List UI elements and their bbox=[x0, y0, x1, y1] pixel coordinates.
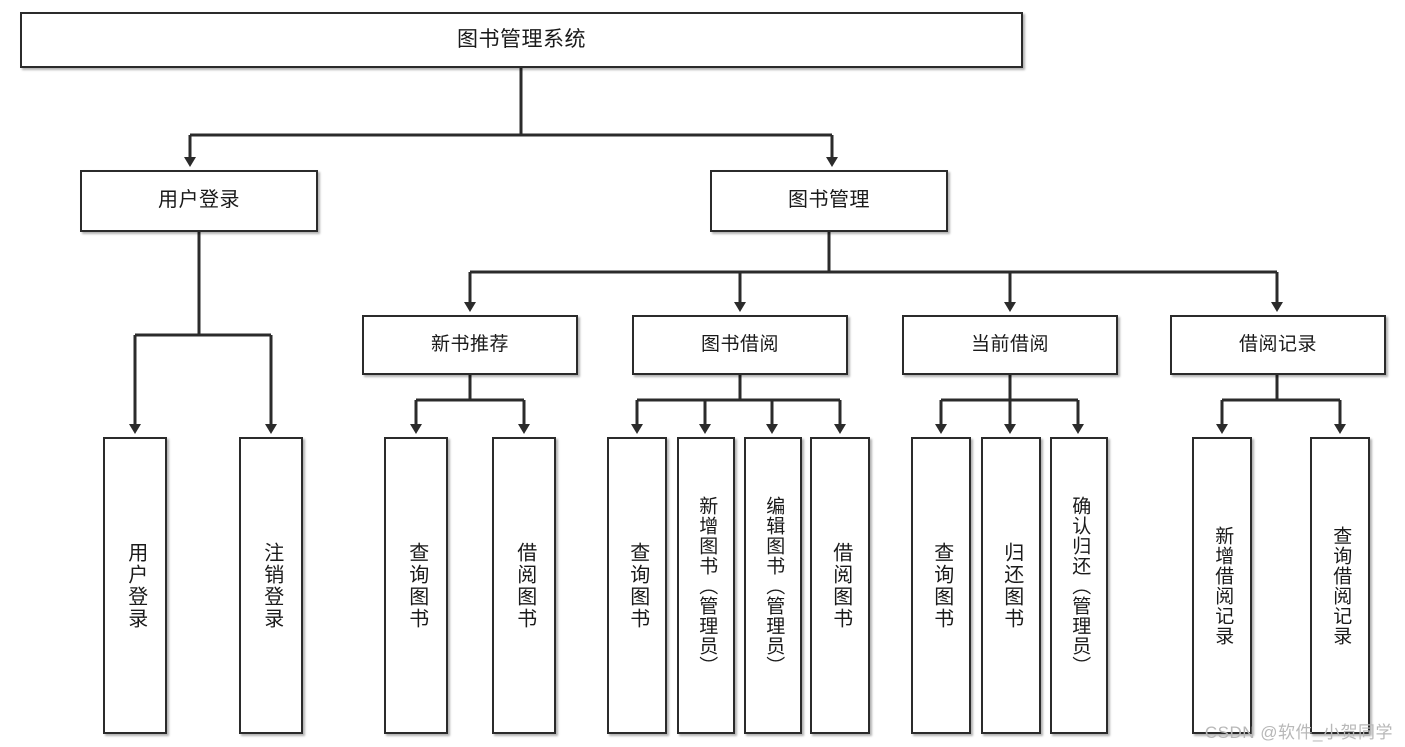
leaf-record-query-borrow-record[interactable]: 查询借阅记录 bbox=[1310, 437, 1370, 734]
node-label: 用户登录 bbox=[158, 189, 240, 212]
node-borrow-record[interactable]: 借阅记录 bbox=[1170, 315, 1386, 375]
node-book-borrow[interactable]: 图书借阅 bbox=[632, 315, 848, 375]
node-label: 编辑图书（管理员） bbox=[763, 495, 785, 676]
leaf-borrow-edit-book-admin[interactable]: 编辑图书（管理员） bbox=[744, 437, 802, 734]
node-label: 查询图书 bbox=[405, 541, 428, 630]
node-label: 注销登录 bbox=[260, 541, 283, 630]
node-label: 新书推荐 bbox=[430, 333, 509, 355]
node-label: 借阅图书 bbox=[513, 541, 536, 630]
node-label: 当前借阅 bbox=[970, 333, 1049, 355]
node-label: 图书借阅 bbox=[700, 333, 779, 355]
leaf-borrow-add-book-admin[interactable]: 新增图书（管理员） bbox=[677, 437, 735, 734]
node-book-management[interactable]: 图书管理 bbox=[710, 170, 948, 232]
node-label: 图书管理 bbox=[788, 189, 870, 212]
node-label: 借阅记录 bbox=[1238, 333, 1317, 355]
node-label: 确认归还（管理员） bbox=[1069, 495, 1091, 676]
node-label: 新增借阅记录 bbox=[1212, 525, 1234, 646]
node-label: 新增图书（管理员） bbox=[696, 495, 718, 676]
leaf-borrow-query-book[interactable]: 查询图书 bbox=[607, 437, 667, 734]
node-label: 归还图书 bbox=[1000, 541, 1023, 630]
leaf-user-logout[interactable]: 注销登录 bbox=[239, 437, 303, 734]
leaf-current-return-book[interactable]: 归还图书 bbox=[981, 437, 1041, 734]
leaf-recommend-query-book[interactable]: 查询图书 bbox=[384, 437, 448, 734]
node-label: 查询图书 bbox=[626, 541, 649, 630]
node-label: 用户登录 bbox=[124, 541, 147, 630]
watermark-text: CSDN @软件_小贺同学 bbox=[1204, 723, 1393, 742]
leaf-user-login[interactable]: 用户登录 bbox=[103, 437, 167, 734]
node-current-borrow[interactable]: 当前借阅 bbox=[902, 315, 1118, 375]
node-root-system[interactable]: 图书管理系统 bbox=[20, 12, 1023, 68]
node-user-login[interactable]: 用户登录 bbox=[80, 170, 318, 232]
node-label: 查询借阅记录 bbox=[1330, 525, 1352, 646]
leaf-current-confirm-return-admin[interactable]: 确认归还（管理员） bbox=[1050, 437, 1108, 734]
leaf-current-query-book[interactable]: 查询图书 bbox=[911, 437, 971, 734]
node-label: 查询图书 bbox=[930, 541, 953, 630]
node-label: 借阅图书 bbox=[829, 541, 852, 630]
leaf-recommend-borrow-book[interactable]: 借阅图书 bbox=[492, 437, 556, 734]
node-new-book-recommend[interactable]: 新书推荐 bbox=[362, 315, 578, 375]
leaf-borrow-borrow-book[interactable]: 借阅图书 bbox=[810, 437, 870, 734]
node-label: 图书管理系统 bbox=[457, 27, 586, 51]
leaf-record-add-borrow-record[interactable]: 新增借阅记录 bbox=[1192, 437, 1252, 734]
